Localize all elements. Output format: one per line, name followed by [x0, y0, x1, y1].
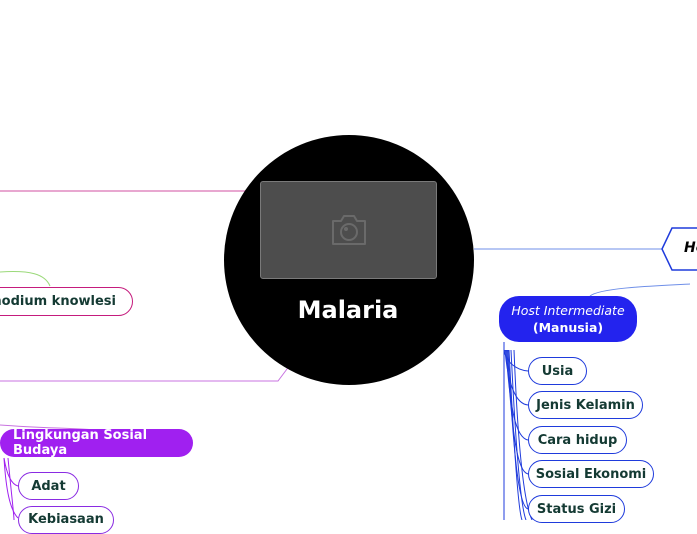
host-hex-node[interactable]	[660, 227, 697, 271]
node-cara-hidup[interactable]: Cara hidup	[528, 426, 627, 454]
node-status-gizi[interactable]: Status Gizi	[528, 495, 625, 523]
node-lingkungan-sosial-budaya[interactable]: Lingkungan Sosial Budaya	[0, 428, 193, 458]
node-sosial-ekonomi-label: Sosial Ekonomi	[535, 466, 647, 482]
node-adat[interactable]: Adat	[18, 472, 79, 500]
node-usia-label: Usia	[541, 363, 574, 379]
node-sosial-budaya-label: Lingkungan Sosial Budaya	[13, 428, 148, 458]
host-intermediate-line1: Host Intermediate	[511, 303, 625, 318]
host-intermediate-line2: (Manusia)	[532, 320, 604, 335]
image-placeholder[interactable]	[260, 181, 437, 279]
central-title: Malaria	[297, 296, 399, 324]
camera-icon	[332, 215, 366, 245]
node-plasmodium-label: smodium knowlesi	[0, 294, 116, 309]
node-sosial-ekonomi[interactable]: Sosial Ekonomi	[528, 460, 654, 488]
node-adat-label: Adat	[31, 478, 66, 494]
connector-lines	[0, 190, 691, 520]
host-hex-label: Ho	[684, 240, 697, 256]
host-intermediate-node[interactable]: Host Intermediate (Manusia)	[499, 296, 637, 342]
node-usia[interactable]: Usia	[528, 357, 587, 385]
node-jenis-kelamin[interactable]: Jenis Kelamin	[528, 391, 643, 419]
node-plasmodium-knowlesi[interactable]: smodium knowlesi	[0, 287, 133, 316]
node-jenis-kelamin-label: Jenis Kelamin	[536, 397, 635, 413]
node-kebiasaan[interactable]: Kebiasaan	[18, 506, 114, 534]
node-status-gizi-label: Status Gizi	[536, 501, 617, 517]
node-cara-hidup-label: Cara hidup	[537, 432, 618, 448]
